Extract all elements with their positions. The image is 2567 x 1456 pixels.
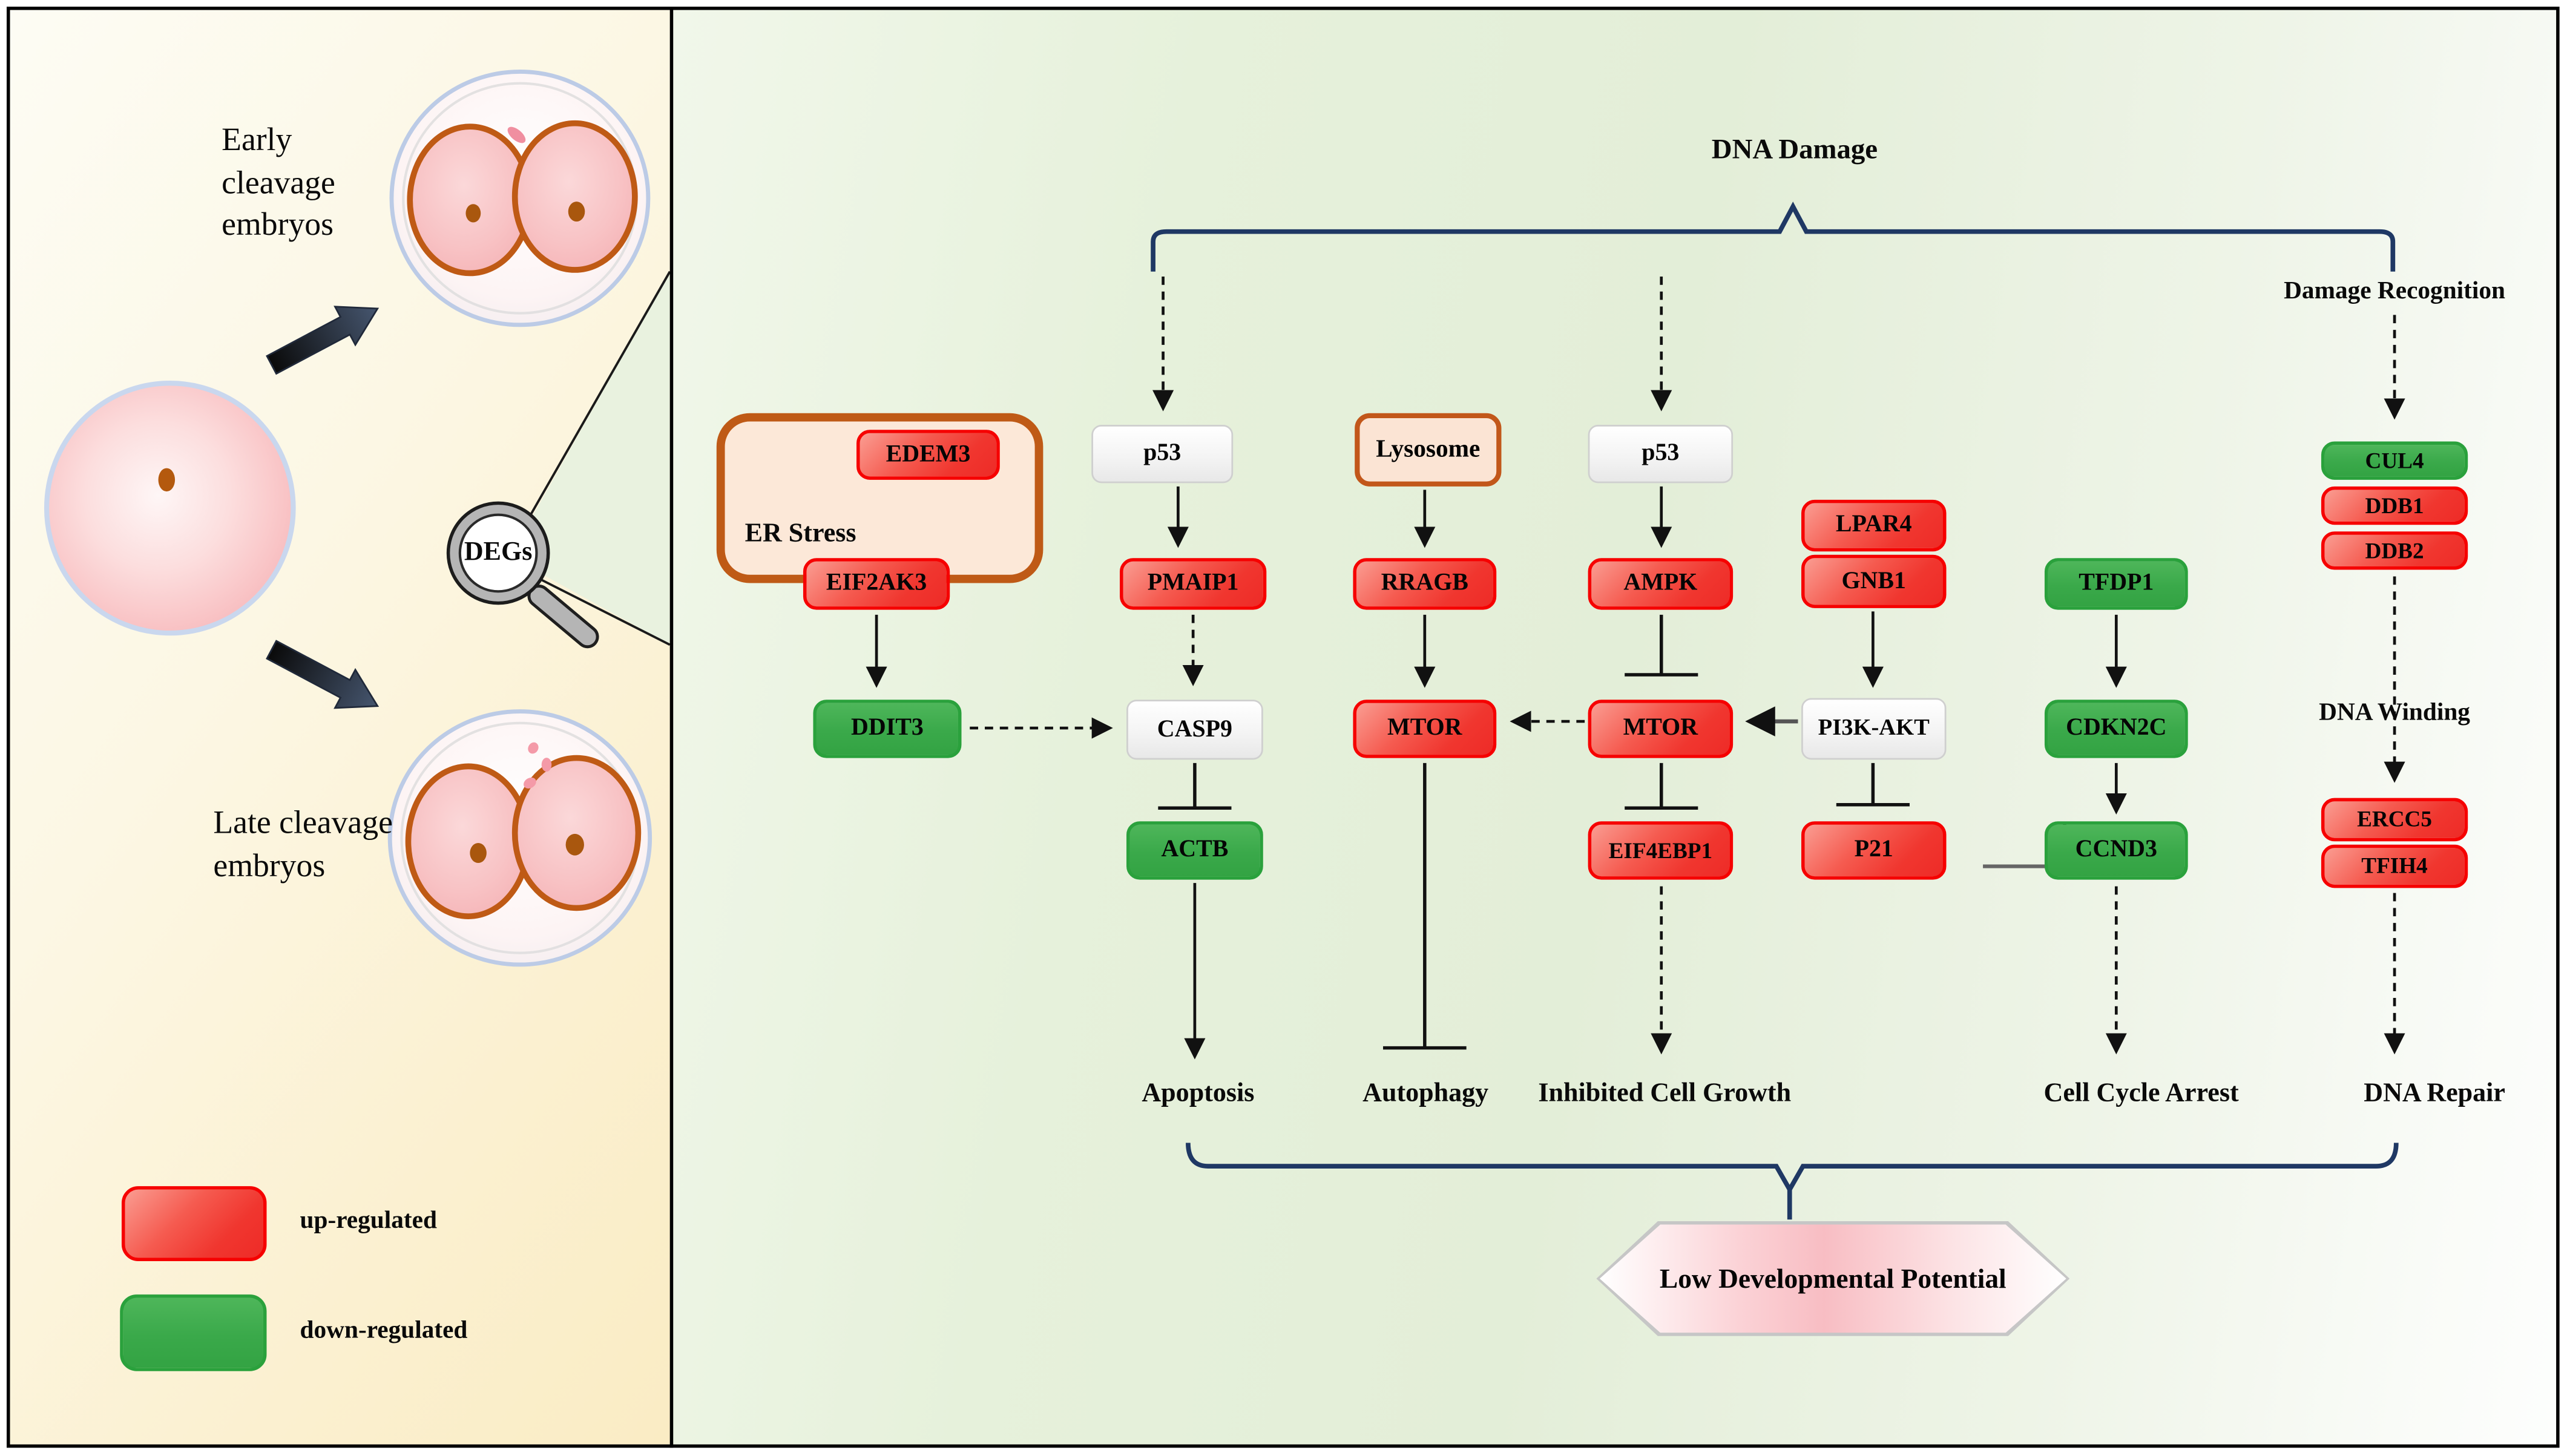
gene-ddb1: DDB1: [2321, 486, 2468, 525]
gene-actb: ACTB: [1126, 821, 1263, 880]
inhibit-ampk-mtorb: [1625, 614, 1698, 677]
gene-p53-left: p53: [1091, 425, 1234, 484]
dna-damage-title: DNA Damage: [1711, 133, 1878, 165]
inhibit-mtorb-eif4ebp1: [1625, 762, 1698, 810]
arrow-to-early-embryo-icon: [266, 306, 380, 375]
late-cleavage-label: Late cleavage embryos: [213, 806, 393, 884]
dna-winding-label: DNA Winding: [2319, 700, 2470, 727]
solid-connectors: [866, 486, 2127, 1060]
gene-ddit3: DDIT3: [813, 700, 962, 758]
inhibit-mtora-autophagy: [1382, 762, 1467, 1050]
legend-down-swatch: [120, 1294, 267, 1371]
er-stress-label: ER Stress: [744, 519, 856, 548]
gene-tfih4: TFIH4: [2321, 844, 2468, 888]
gene-mtor-a: MTOR: [1353, 700, 1497, 758]
outcome-apoptosis: Apoptosis: [1142, 1079, 1255, 1108]
late-embryo-illustration: [387, 709, 652, 967]
panel-divider: [669, 8, 674, 1448]
gene-pi3k-akt: PI3K-AKT: [1801, 698, 1947, 760]
legend-up-label: up-regulated: [300, 1207, 437, 1235]
degs-label: DEGs: [464, 538, 533, 567]
gene-ccnd3: CCND3: [2044, 821, 2188, 880]
top-brace: [1151, 202, 2396, 272]
legend-down-label: down-regulated: [300, 1317, 468, 1345]
outcome-inhibited-cell-growth: Inhibited Cell Growth: [1538, 1079, 1792, 1108]
outcome-dna-repair: DNA Repair: [2364, 1079, 2505, 1108]
gene-cul4: CUL4: [2321, 441, 2468, 480]
zoom-wedge: [510, 271, 670, 645]
damage-recognition-label: Damage Recognition: [2284, 278, 2506, 305]
outcome-autophagy: Autophagy: [1362, 1079, 1489, 1108]
gene-casp9: CASP9: [1126, 700, 1263, 760]
low-developmental-potential-hexagon: Low Developmental Potential: [1599, 1224, 2066, 1333]
gene-pmaip1: PMAIP1: [1120, 558, 1267, 610]
gene-cdkn2c: CDKN2C: [2044, 700, 2188, 758]
gene-ercc5: ERCC5: [2321, 798, 2468, 842]
magnifier-icon: [446, 501, 599, 649]
gene-rragb: RRAGB: [1353, 558, 1497, 610]
early-cleavage-label: Early cleavage embryos: [222, 123, 335, 243]
gene-eif2ak3: EIF2AK3: [803, 558, 950, 610]
inhibit-pi3k-p21: [1836, 762, 1910, 807]
gene-p53-right: p53: [1588, 425, 1734, 484]
gene-ddb2: DDB2: [2321, 531, 2468, 570]
gene-gnb1: GNB1: [1801, 554, 1947, 608]
gene-lpar4: LPAR4: [1801, 499, 1947, 552]
bottom-brace: [1186, 1143, 2399, 1195]
outcome-cell-cycle-arrest: Cell Cycle Arrest: [2043, 1079, 2239, 1108]
oocyte-illustration: [44, 381, 296, 636]
early-embryo-illustration: [389, 69, 651, 327]
inhibit-casp9-actb: [1158, 762, 1232, 810]
legend-up-swatch: [121, 1186, 267, 1262]
gene-p21: P21: [1801, 821, 1947, 880]
zoom-wedge-upper-line: [510, 271, 671, 549]
lysosome-box: Lysosome: [1355, 413, 1502, 487]
gene-ampk: AMPK: [1588, 558, 1734, 610]
gene-tfdp1: TFDP1: [2044, 558, 2188, 610]
gene-eif4ebp1: EIF4EBP1: [1588, 821, 1734, 880]
arrow-to-late-embryo-icon: [266, 640, 380, 709]
gene-edem3: EDEM3: [856, 430, 1000, 480]
dashed-connectors: [970, 276, 2405, 1055]
gene-mtor-b: MTOR: [1588, 700, 1734, 758]
